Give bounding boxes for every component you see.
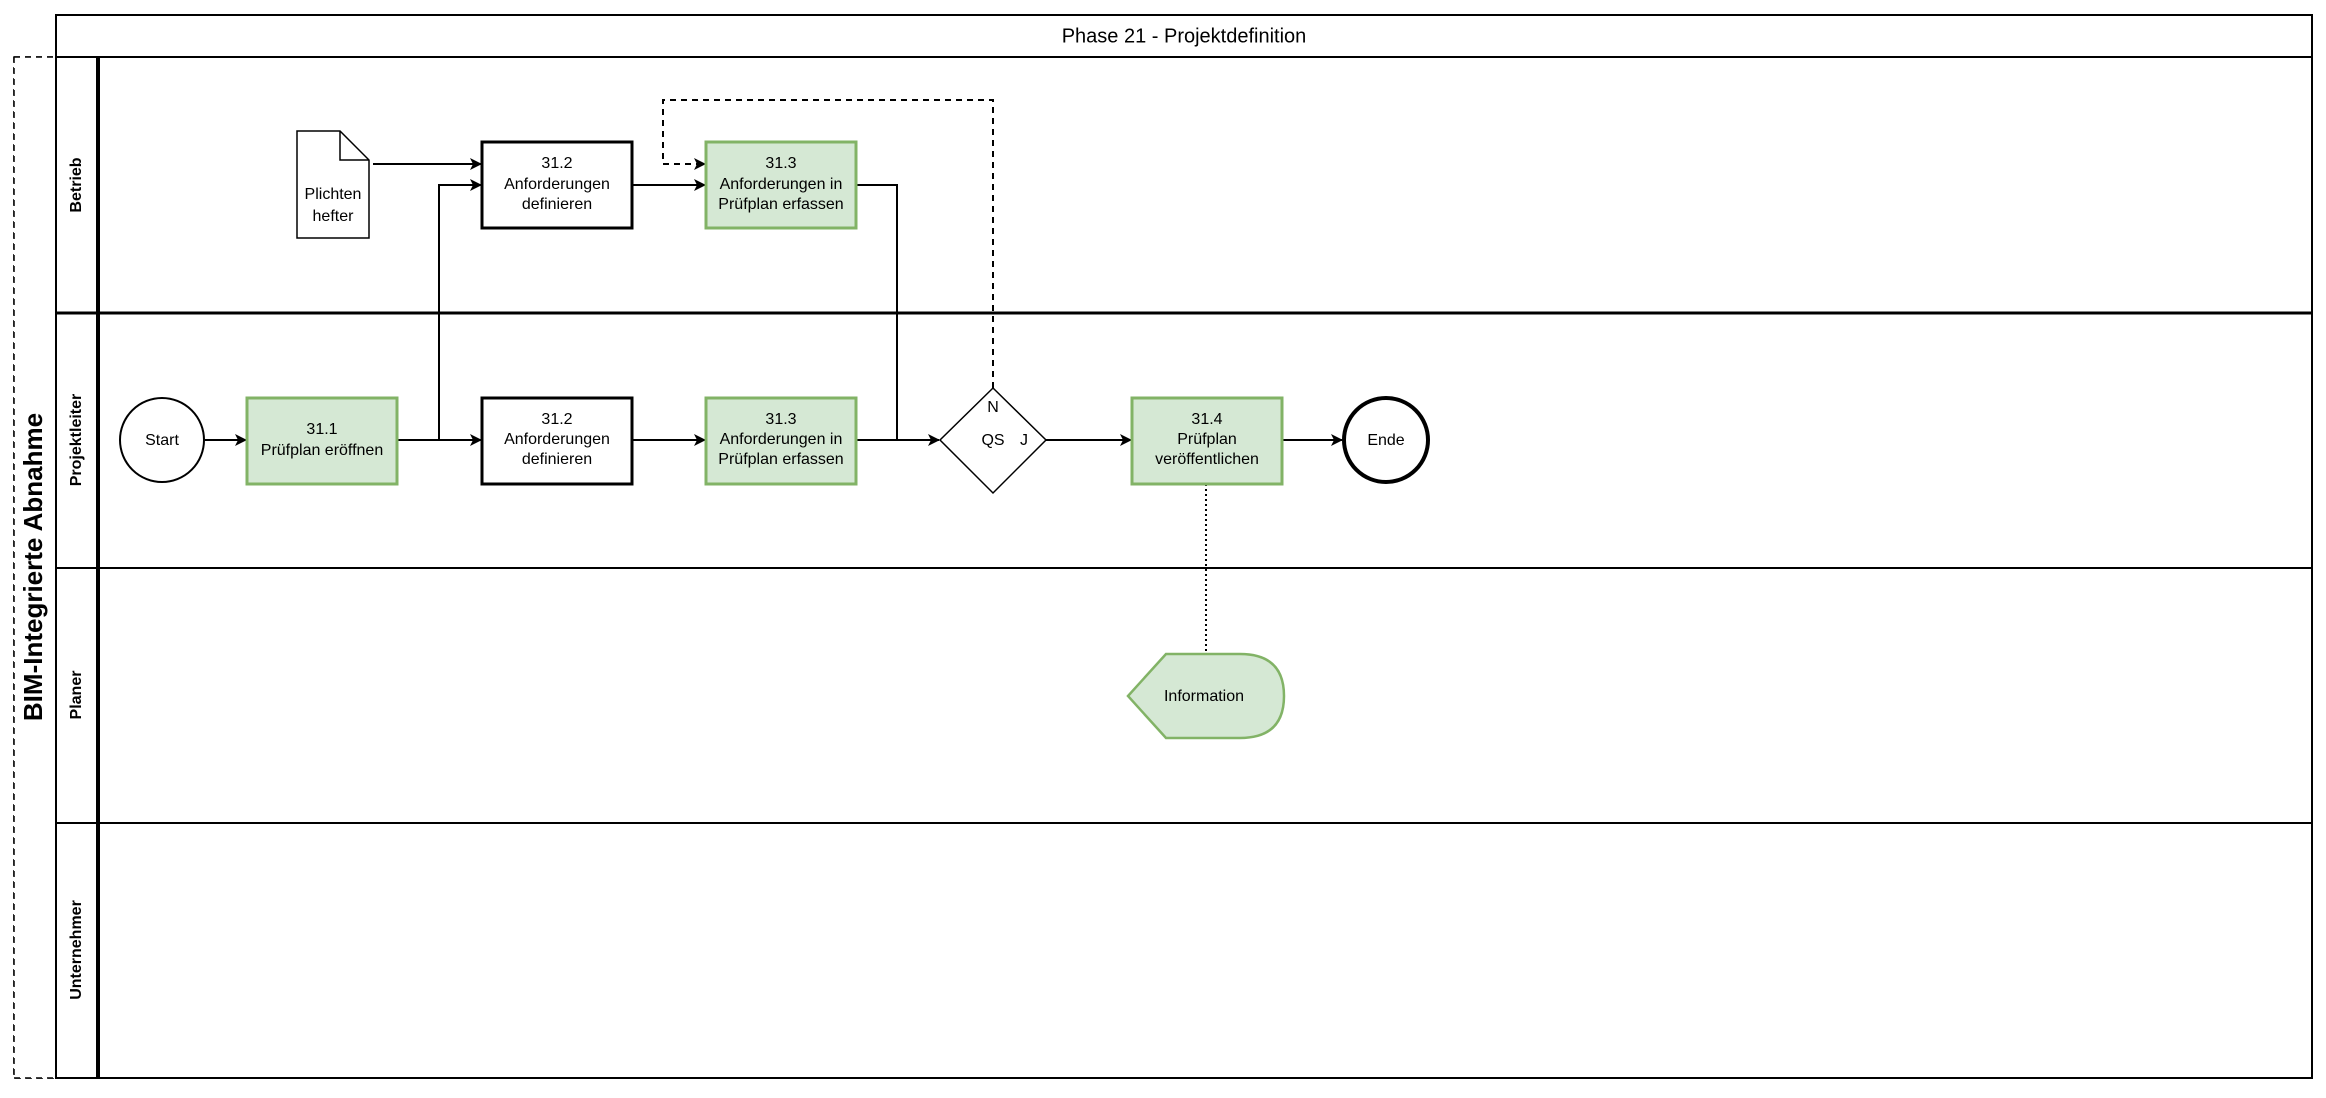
document-plichtenhefter[interactable]: Plichten hefter bbox=[296, 130, 370, 239]
task-label-line: Anforderungen bbox=[504, 431, 610, 448]
task-label-line: Prüfplan eröffnen bbox=[261, 442, 383, 459]
information-display[interactable]: Information bbox=[1126, 652, 1286, 740]
task-label-line: Anforderungen in bbox=[720, 176, 843, 193]
end-label: Ende bbox=[1367, 432, 1404, 449]
information-label: Information bbox=[1164, 688, 1244, 705]
task-label-line: 31.2 bbox=[541, 155, 572, 172]
end-event[interactable]: Ende bbox=[1342, 396, 1430, 484]
lane-label-planer: Planer bbox=[68, 671, 85, 720]
start-event[interactable]: Start bbox=[119, 397, 205, 483]
connector-decision-no-loop bbox=[662, 99, 994, 388]
connector-step-1-to-step-a bbox=[438, 179, 482, 440]
decision-yes-label: J bbox=[1020, 432, 1028, 449]
phase-title: Phase 21 - Projektdefinition bbox=[1062, 25, 1307, 47]
decision-label: QS bbox=[981, 432, 1004, 449]
lane-label-unternehmer: Unternehmer bbox=[68, 900, 85, 1000]
task-label-line: definieren bbox=[522, 451, 592, 468]
task-label-line: 31.3 bbox=[765, 411, 796, 428]
task-label-line: definieren bbox=[522, 196, 592, 213]
task-label-line: Prüfplan bbox=[1177, 431, 1237, 448]
task-31-3[interactable]: 31.3 Anforderungen in Prüfplan erfassen bbox=[704, 396, 858, 486]
task-label-line: Anforderungen in bbox=[720, 431, 843, 448]
decision-qs[interactable]: QS N J bbox=[938, 386, 1048, 495]
task-label-line: veröffentlichen bbox=[1155, 451, 1259, 468]
start-label: Start bbox=[145, 432, 179, 449]
task-label-line: Prüfplan erfassen bbox=[718, 451, 843, 468]
task-31-1[interactable]: 31.1 Prüfplan eröffnen bbox=[245, 396, 399, 486]
lane-label-projektleiter: Projektleiter bbox=[68, 394, 85, 486]
task-label-line: Prüfplan erfassen bbox=[718, 196, 843, 213]
connector-step-b-to-decision bbox=[856, 184, 898, 440]
task-31-3-betrieb[interactable]: 31.3 Anforderungen in Prüfplan erfassen bbox=[704, 140, 858, 230]
task-31-4[interactable]: 31.4 Prüfplan veröffentlichen bbox=[1130, 396, 1284, 486]
decision-no-label: N bbox=[987, 399, 999, 416]
outer-title: BIM-Integrierte Abnahme bbox=[18, 413, 48, 721]
document-label-line-2: hefter bbox=[313, 208, 355, 225]
task-label-line: 31.3 bbox=[765, 155, 796, 172]
task-label-line: 31.1 bbox=[306, 421, 337, 438]
document-label-line-1: Plichten bbox=[305, 186, 362, 203]
task-31-2-betrieb[interactable]: 31.2 Anforderungen definieren bbox=[480, 140, 634, 230]
task-label-line: Anforderungen bbox=[504, 176, 610, 193]
lane-label-betrieb: Betrieb bbox=[68, 157, 85, 212]
pool-title-bar bbox=[14, 57, 56, 1078]
main-frame bbox=[55, 14, 2313, 1079]
task-label-line: 31.4 bbox=[1191, 411, 1222, 428]
task-31-2[interactable]: 31.2 Anforderungen definieren bbox=[480, 396, 634, 486]
task-label-line: 31.2 bbox=[541, 411, 572, 428]
